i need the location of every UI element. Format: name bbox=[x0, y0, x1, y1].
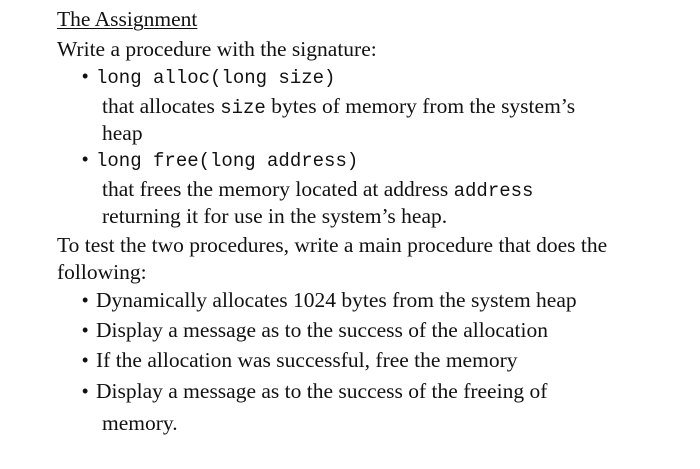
intro-text: Write a procedure with the signature: bbox=[57, 37, 377, 61]
step-text-continuation: memory. bbox=[102, 411, 178, 435]
free-signature: long free(long address) bbox=[96, 150, 359, 172]
step-list-item: • If the allocation was successful, free … bbox=[82, 347, 517, 373]
alloc-desc-code: size bbox=[220, 97, 266, 119]
test-instructions-line-1: To test the two procedures, write a main… bbox=[57, 233, 608, 257]
step-list-item: • Display a message as to the success of … bbox=[82, 378, 547, 404]
alloc-description-line-1: that allocates size bytes of memory from… bbox=[102, 93, 575, 121]
procedure-alloc-signature-item: • long alloc(long size) bbox=[82, 63, 335, 91]
step-text: Display a message as to the success of t… bbox=[96, 318, 548, 342]
step-list-item: • Dynamically allocates 1024 bytes from t… bbox=[82, 287, 577, 313]
alloc-signature: long alloc(long size) bbox=[96, 67, 336, 89]
free-description-line-1: that frees the memory located at address… bbox=[102, 176, 533, 204]
step-text: Dynamically allocates 1024 bytes from th… bbox=[96, 288, 577, 312]
free-description-line-2: returning it for use in the system’s hea… bbox=[102, 204, 448, 228]
bullet-icon: • bbox=[82, 149, 89, 169]
free-desc-code: address bbox=[453, 180, 534, 202]
bullet-icon: • bbox=[82, 320, 89, 340]
alloc-desc-pre: that allocates bbox=[102, 94, 221, 118]
free-desc-pre: that frees the memory located at address bbox=[102, 177, 454, 201]
bullet-icon: • bbox=[82, 350, 89, 370]
alloc-description-line-2: heap bbox=[102, 121, 143, 145]
step-text: Display a message as to the success of t… bbox=[96, 379, 548, 403]
bullet-icon: • bbox=[82, 381, 89, 401]
alloc-desc-post: bytes of memory from the system’s bbox=[265, 94, 576, 118]
step-text: If the allocation was successful, free t… bbox=[96, 348, 518, 372]
step-list-item: • Display a message as to the success of … bbox=[82, 317, 548, 343]
bullet-icon: • bbox=[82, 290, 89, 310]
procedure-free-signature-item: • long free(long address) bbox=[82, 146, 358, 174]
document-title: The Assignment bbox=[57, 7, 198, 31]
test-instructions-line-2: following: bbox=[57, 260, 147, 284]
bullet-icon: • bbox=[82, 66, 89, 86]
